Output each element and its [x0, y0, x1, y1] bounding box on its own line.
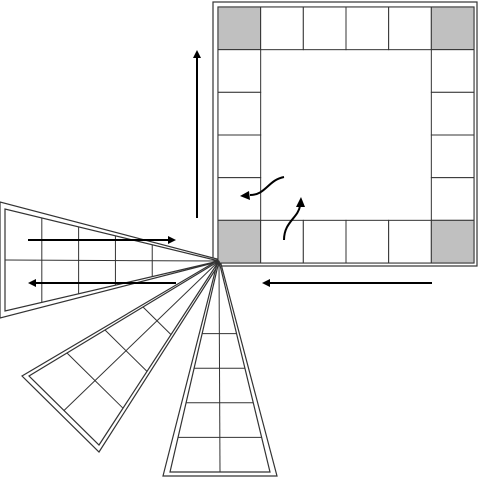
- board-corner-cell: [217, 6, 262, 51]
- diagonal-fan-divider: [66, 352, 124, 409]
- diagonal-fan-divider: [104, 329, 148, 372]
- board-cell: [260, 6, 304, 51]
- board-cell: [217, 91, 262, 136]
- board-cell: [388, 6, 432, 51]
- arrow-up-head: [193, 50, 201, 58]
- board-cell: [345, 6, 390, 51]
- down-fan-midline: [218, 260, 221, 473]
- left-fan-midline: [4, 259, 220, 262]
- arrow-right-upper-head: [168, 236, 176, 244]
- board-cell: [430, 91, 475, 136]
- arrow-left-lower-head: [28, 279, 36, 287]
- arrow-curve-left-head: [240, 191, 250, 200]
- diagonal-fan-divider: [142, 306, 172, 335]
- board-corner-cell: [430, 219, 475, 264]
- arrow-curve-left: [249, 176, 285, 196]
- square-board: [212, 1, 478, 267]
- board-corner-cell: [430, 6, 475, 51]
- board-cell: [345, 219, 390, 264]
- arrow-left-bottom-head: [262, 279, 270, 287]
- board-cell: [302, 6, 347, 51]
- board-cell: [260, 219, 304, 264]
- board-cell: [430, 49, 475, 93]
- board-cell: [302, 219, 347, 264]
- board-cell: [388, 219, 432, 264]
- direction-arrows: [28, 50, 432, 287]
- board-cell: [217, 134, 262, 179]
- fan-strips: [0, 201, 278, 477]
- arrow-curve-up-head: [296, 197, 305, 207]
- diagonal-fan-midline: [63, 260, 220, 411]
- board-cell: [217, 177, 262, 221]
- board-cell: [430, 177, 475, 221]
- board-cell: [430, 134, 475, 179]
- board-cell: [217, 49, 262, 93]
- arrow-curve-up: [283, 205, 301, 241]
- board-corner-cell: [217, 219, 262, 264]
